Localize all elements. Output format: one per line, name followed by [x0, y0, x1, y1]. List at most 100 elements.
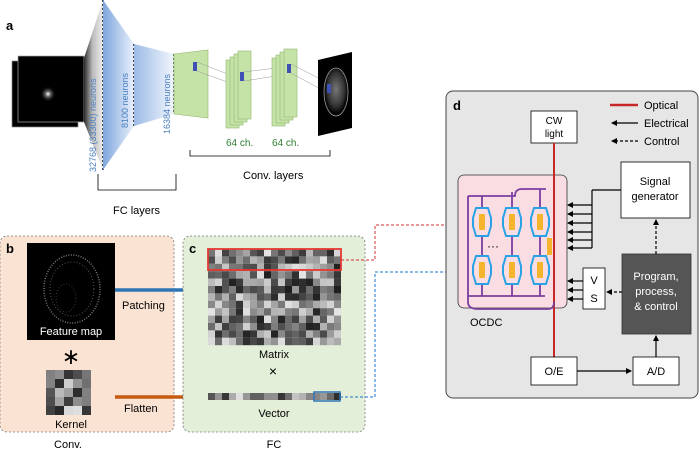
grid-cell [292, 278, 299, 286]
grid-cell [327, 393, 334, 400]
grid-cell [306, 256, 313, 264]
grid-cell [271, 330, 278, 338]
grid-cell [243, 271, 250, 279]
grid-cell [229, 286, 236, 294]
grid-cell [306, 308, 313, 316]
signal-generator-label-2: generator [631, 191, 678, 203]
grid-cell [313, 286, 320, 294]
grid-cell [320, 315, 327, 323]
grid-cell [327, 300, 334, 309]
grid-cell [215, 249, 222, 257]
grid-cell [257, 263, 264, 272]
grid-cell [236, 278, 243, 286]
grid-cell [264, 293, 271, 301]
slow-mod-line [340, 268, 462, 398]
grid-cell [250, 308, 257, 316]
channels-label-1: 64 ch. [226, 138, 253, 149]
signal-generator-box [620, 161, 691, 219]
grid-cell [243, 393, 250, 400]
phase-shifter [537, 262, 543, 278]
grid-cell [306, 337, 313, 346]
grid-cell [46, 370, 55, 379]
grid-cell [271, 393, 278, 400]
grid-cell [334, 256, 341, 264]
grid-cell [236, 249, 243, 257]
grid-cell [271, 293, 278, 301]
grid-cell [46, 388, 55, 397]
vs-label-s: S [590, 293, 597, 305]
grid-cell [320, 263, 327, 272]
grid-cell [229, 256, 236, 264]
vector-grid [208, 393, 341, 400]
grid-cell [278, 300, 285, 309]
panel-c-letter: c [189, 241, 196, 256]
phase-shifter [479, 214, 485, 230]
grid-cell [208, 249, 215, 257]
grid-cell [278, 308, 285, 316]
phase-shifter [509, 262, 515, 278]
channels-label-2: 64 ch. [272, 138, 299, 149]
grid-cell [46, 379, 55, 388]
panel-a-letter: a [6, 18, 14, 33]
grid-cell [334, 393, 341, 400]
grid-cell [271, 300, 278, 309]
grid-cell [64, 388, 73, 397]
grid-cell [229, 278, 236, 286]
grid-cell [320, 300, 327, 309]
grid-cell [334, 300, 341, 309]
grid-cell [215, 308, 222, 316]
grid-cell [285, 337, 292, 346]
grid-cell [46, 397, 55, 406]
grid-cell [292, 286, 299, 294]
panel-b-letter: b [6, 241, 14, 256]
grid-cell [250, 337, 257, 346]
grid-cell [327, 256, 334, 264]
grid-cell [250, 256, 257, 264]
grid-cell [243, 256, 250, 264]
grid-cell [215, 300, 222, 309]
grid-cell [292, 256, 299, 264]
grid-cell [250, 323, 257, 331]
input-image-spot [40, 86, 56, 102]
grid-cell [55, 397, 64, 406]
grid-cell [82, 370, 91, 379]
grid-cell [285, 293, 292, 301]
grid-cell [327, 323, 334, 331]
signal-bus [567, 189, 621, 251]
grid-cell [327, 315, 334, 323]
grid-cell [208, 323, 215, 331]
grid-cell [327, 330, 334, 338]
grid-cell [327, 308, 334, 316]
grid-cell [278, 337, 285, 346]
grid-cell [229, 263, 236, 272]
grid-cell [250, 293, 257, 301]
grid-cell [264, 308, 271, 316]
grid-cell [299, 293, 306, 301]
grid-cell [299, 300, 306, 309]
grid-cell [278, 293, 285, 301]
grid-cell [299, 271, 306, 279]
grid-cell [229, 271, 236, 279]
grid-cell [215, 393, 222, 400]
grid-cell [313, 308, 320, 316]
grid-cell [320, 249, 327, 257]
fc-layers-label: FC layers [113, 205, 161, 217]
grid-cell [264, 249, 271, 257]
grid-cell [257, 249, 264, 257]
output-image [318, 52, 352, 136]
vector-label: Vector [258, 408, 290, 420]
grid-cell [250, 286, 257, 294]
grid-cell [222, 337, 229, 346]
panel-d-letter: d [453, 98, 461, 113]
grid-cell [320, 293, 327, 301]
conv-caption: Conv. [54, 439, 82, 451]
grid-cell [236, 393, 243, 400]
grid-cell [55, 388, 64, 397]
grid-cell [222, 300, 229, 309]
grid-cell [222, 293, 229, 301]
grid-cell [222, 286, 229, 294]
grid-cell [327, 337, 334, 346]
grid-cell [264, 286, 271, 294]
grid-cell [222, 256, 229, 264]
grid-cell [257, 323, 264, 331]
